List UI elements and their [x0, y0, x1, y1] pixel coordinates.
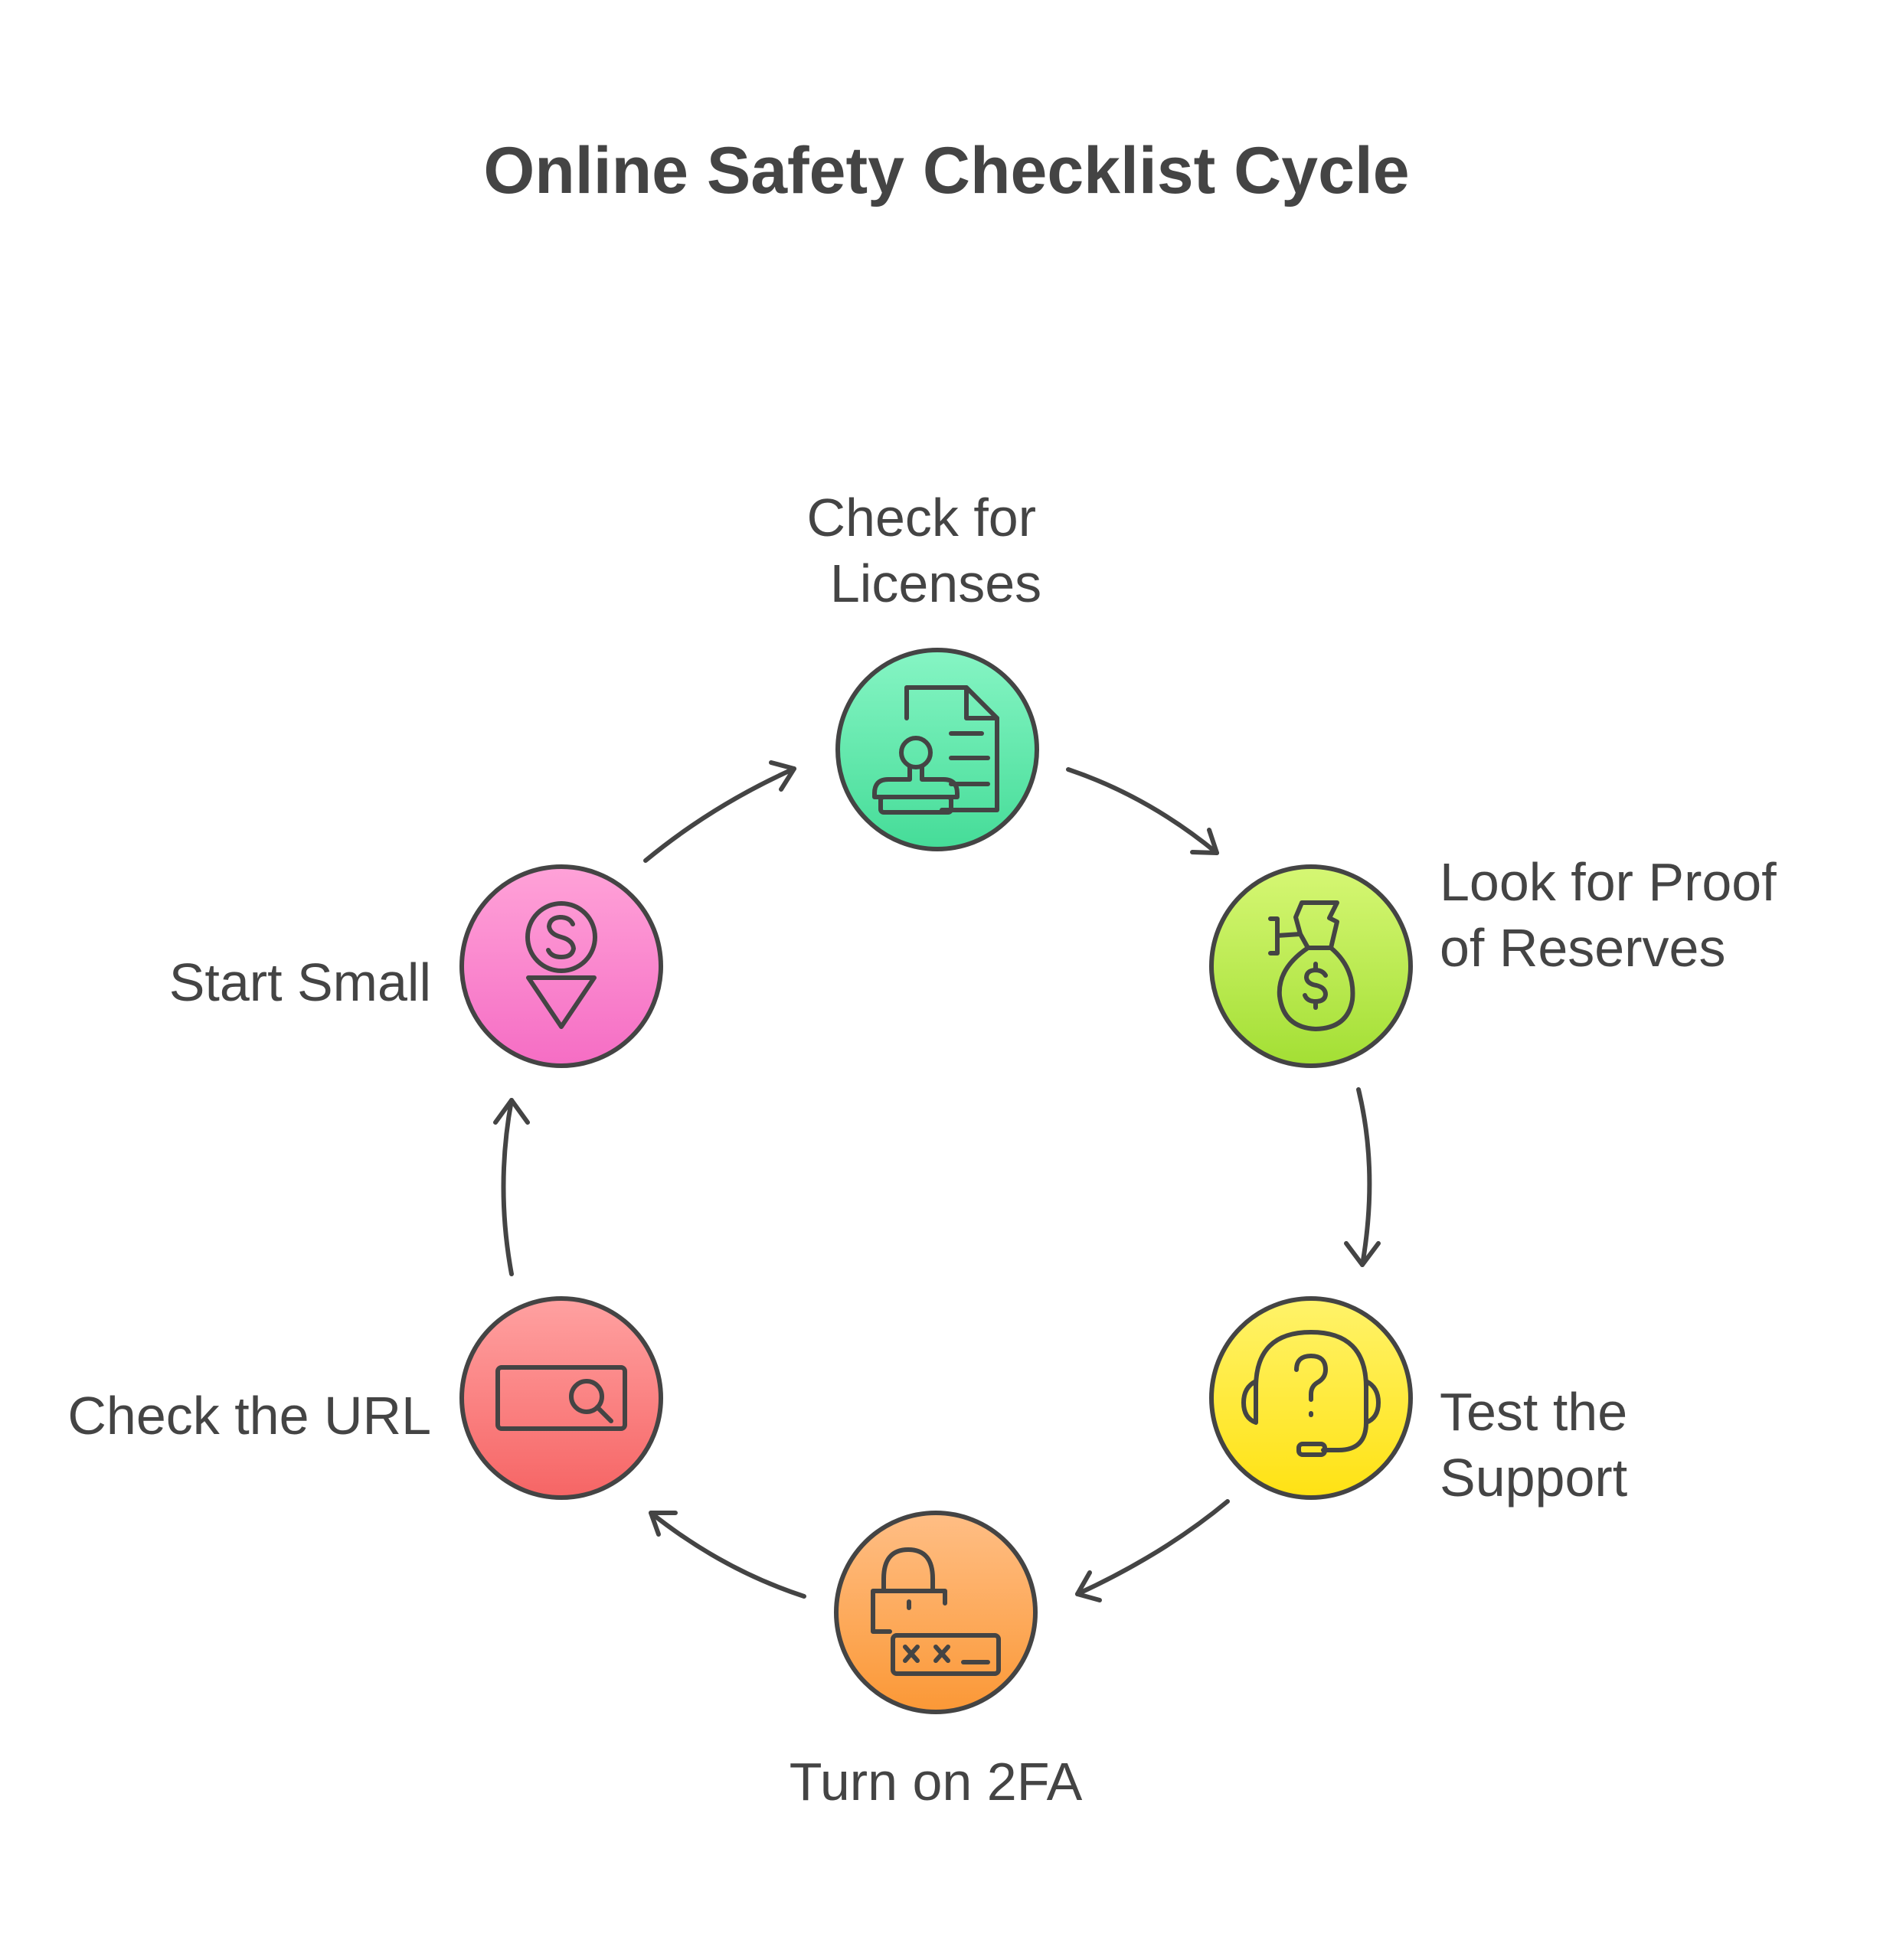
step-check-url: Check the URL [67, 1296, 663, 1500]
step-label: Check for Licenses [806, 488, 1051, 613]
cycle-arrows [493, 760, 1381, 1602]
step-label: Look for Proof of Reserves [1440, 852, 1791, 978]
arrow-licenses-to-reserves [1066, 767, 1219, 855]
arrow-url-to-start-small [493, 1098, 530, 1276]
step-label: Check the URL [67, 1386, 431, 1446]
money-bag-icon [1268, 900, 1355, 1031]
step-circle [835, 648, 1039, 851]
step-circle [834, 1511, 1038, 1714]
arrow-2fa-to-url [649, 1511, 806, 1599]
step-test-support: Test the Support [1209, 1296, 1643, 1508]
search-bar-icon [495, 1365, 627, 1431]
step-circle [459, 864, 663, 1068]
step-label: Start Small [169, 952, 431, 1012]
step-start-small: Start Small [169, 864, 663, 1068]
coin-down-arrow-icon [525, 901, 597, 1029]
arrow-support-to-2fa [1075, 1499, 1230, 1602]
step-label: Test the Support [1440, 1382, 1643, 1508]
padlock-password-icon [871, 1547, 1001, 1676]
step-circle [1209, 864, 1413, 1068]
license-document-stamp-icon [872, 685, 999, 815]
step-label: Turn on 2FA [790, 1752, 1083, 1811]
step-check-licenses: Check for Licenses [806, 488, 1051, 851]
step-proof-of-reserves: Look for Proof of Reserves [1209, 852, 1791, 1068]
diagram-title: Online Safety Checklist Cycle [483, 134, 1409, 207]
step-circle [459, 1296, 663, 1500]
arrow-reserves-to-support [1344, 1087, 1381, 1267]
arrow-start-small-to-licenses [643, 760, 796, 863]
step-turn-on-2fa: Turn on 2FA [790, 1511, 1083, 1811]
headset-question-icon [1241, 1330, 1381, 1457]
